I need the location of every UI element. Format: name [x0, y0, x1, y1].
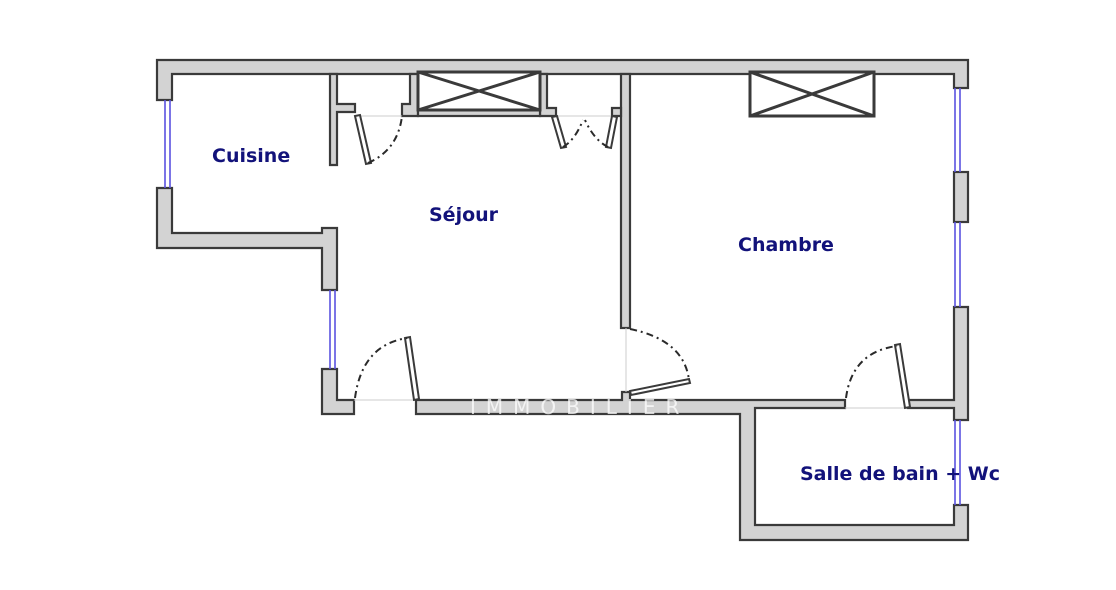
- window-chambre-2: [954, 222, 961, 307]
- wall-closet-2: [400, 72, 420, 118]
- closet-sejour: [416, 70, 542, 112]
- room-label-bathroom: Salle de bain + Wc: [800, 463, 1000, 485]
- watermark: IMMOBILIER: [470, 395, 689, 419]
- wall-right-pier: [952, 170, 970, 224]
- wall-closet-1: [328, 72, 357, 167]
- wall-sejour-left-bottom: [320, 367, 356, 416]
- closet-chambre: [748, 70, 876, 118]
- room-labels: Cuisine Séjour Chambre Salle de bain + W…: [212, 145, 1000, 485]
- wall-partition: [619, 72, 632, 330]
- wall-kitchen-left-bottom: [155, 186, 339, 292]
- door-closet-double: [550, 114, 619, 150]
- wall-closet-3: [538, 72, 558, 118]
- window-bathroom: [954, 420, 961, 505]
- door-chambre: [625, 328, 692, 397]
- window-sejour: [329, 290, 336, 369]
- wall-bottom-main: [414, 390, 970, 542]
- wall-bath-top-right: [906, 305, 970, 422]
- door-closet-left: [353, 113, 403, 166]
- wall-top: [155, 58, 970, 102]
- door-entrance: [354, 335, 421, 402]
- wall-closet-4: [610, 106, 623, 118]
- door-bathroom: [845, 342, 912, 410]
- room-label-chambre: Chambre: [738, 234, 834, 256]
- window-kitchen: [164, 100, 171, 188]
- room-label-cuisine: Cuisine: [212, 145, 290, 167]
- window-chambre-1: [954, 88, 961, 172]
- windows: [164, 88, 961, 505]
- room-label-sejour: Séjour: [429, 204, 499, 226]
- doors: [353, 113, 912, 410]
